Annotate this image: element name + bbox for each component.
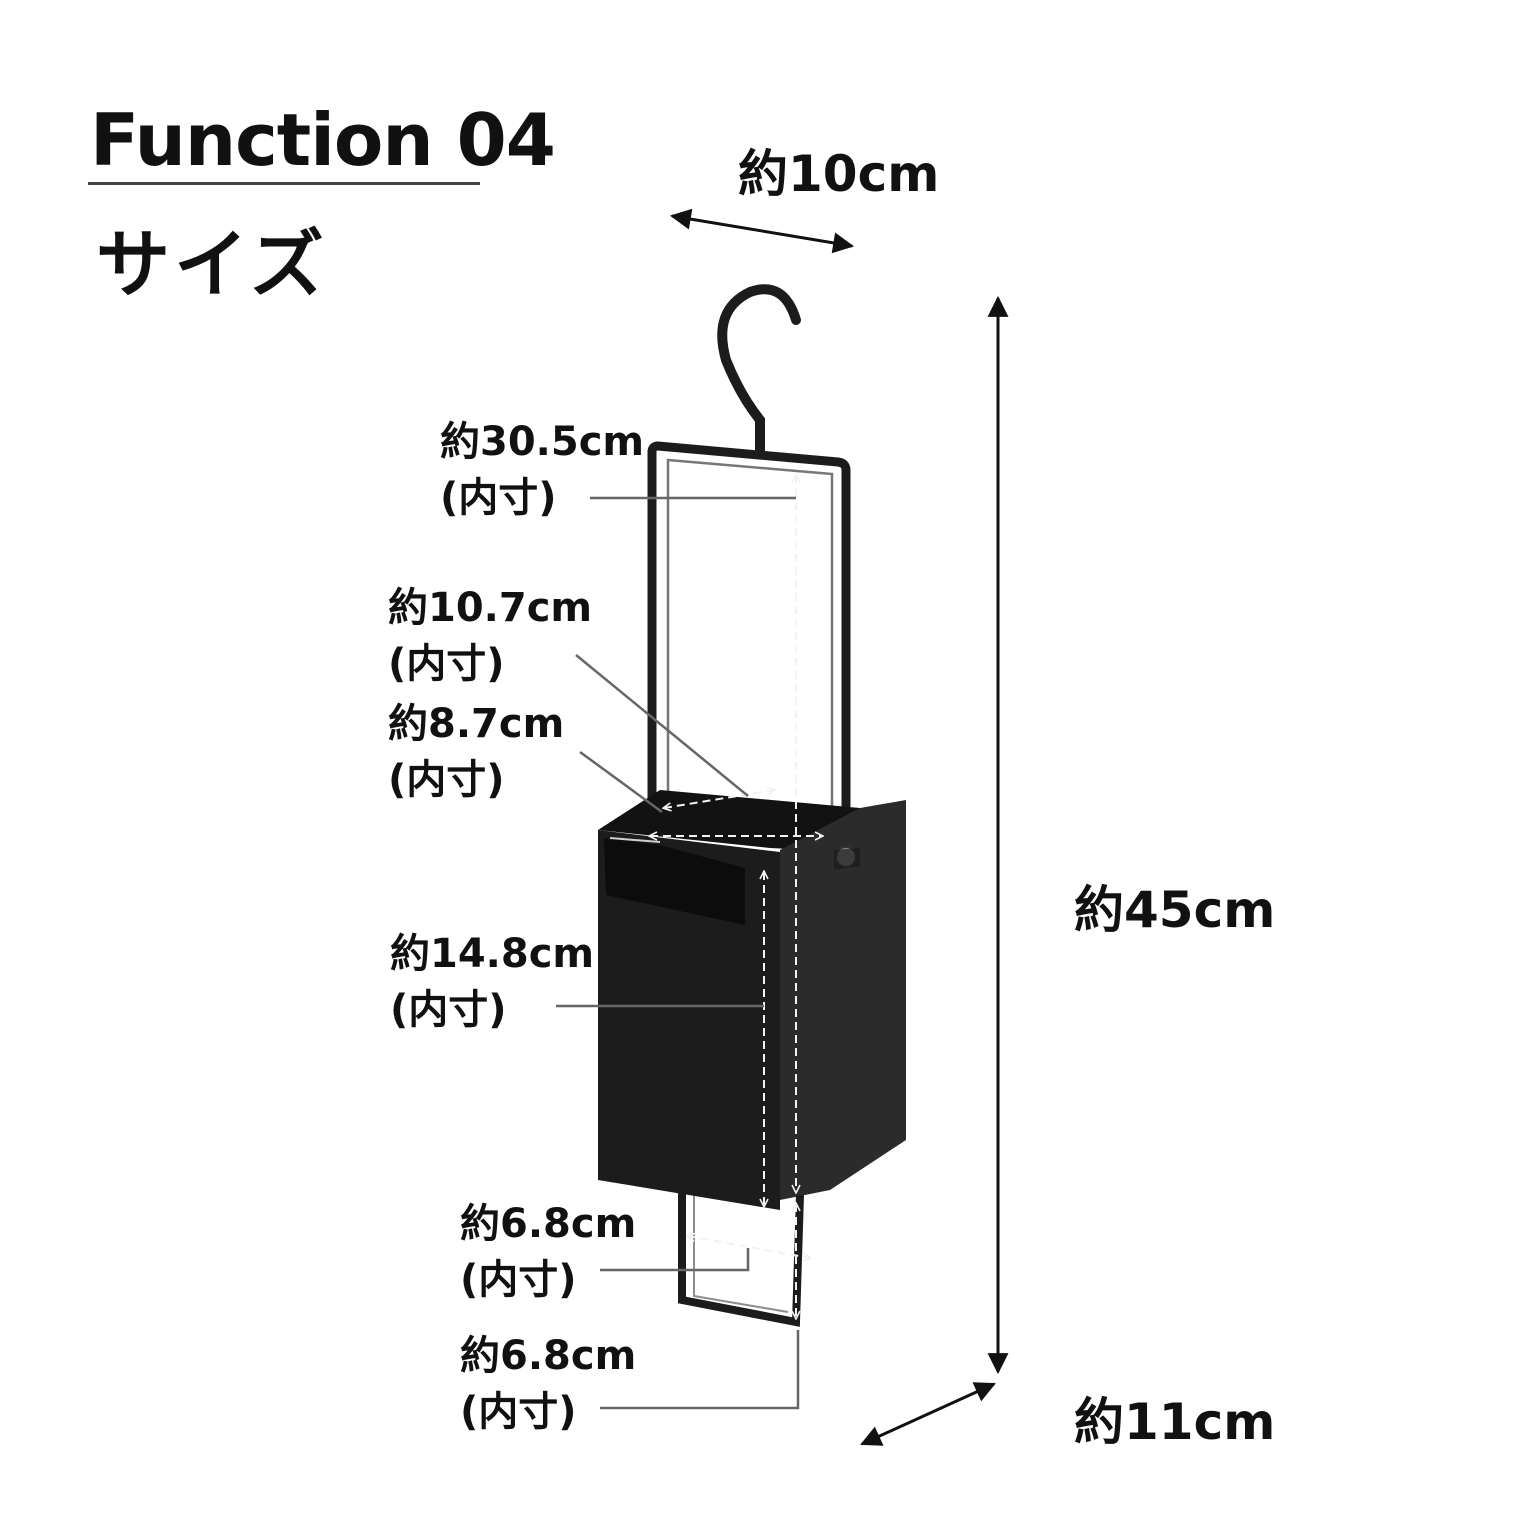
inner-dimension-lines xyxy=(650,476,822,1318)
box-height-note: (内寸) xyxy=(390,987,507,1033)
box-depth-note: (内寸) xyxy=(388,641,505,687)
box-height-value: 約14.8cm xyxy=(390,931,595,977)
box-width-note: (内寸) xyxy=(388,757,505,803)
bottom-frame-height-label: 約6.8cm (内寸) xyxy=(460,1328,636,1440)
hook-icon xyxy=(717,284,801,457)
title-underline xyxy=(88,182,480,185)
frame-height-note: (内寸) xyxy=(440,475,557,521)
width-label: 約10cm xyxy=(738,145,940,203)
frame-height-value: 約30.5cm xyxy=(440,419,645,465)
bottom-frame-width-value: 約6.8cm xyxy=(460,1201,637,1247)
box-width-label: 約8.7cm (内寸) xyxy=(388,696,564,808)
box-width-value: 約8.7cm xyxy=(388,701,565,747)
bottom-frame-width-note: (内寸) xyxy=(460,1257,577,1303)
frame-height-label: 約30.5cm (内寸) xyxy=(440,414,644,526)
box-notch xyxy=(604,838,745,925)
height-label: 約45cm xyxy=(1074,881,1276,939)
container-box-side xyxy=(780,800,906,1200)
bottom-frame-height-value: 約6.8cm xyxy=(460,1333,637,1379)
depth-label: 約11cm xyxy=(1074,1393,1276,1451)
hanging-frame xyxy=(647,441,851,860)
bottom-frame-height-note: (内寸) xyxy=(460,1389,577,1435)
box-depth-label: 約10.7cm (内寸) xyxy=(388,580,592,692)
container-box-front xyxy=(598,830,780,1210)
depth-arrow xyxy=(860,1382,996,1446)
bottom-frame-width-label: 約6.8cm (内寸) xyxy=(460,1196,636,1308)
leader-lines xyxy=(556,496,800,1410)
section-title: Function 04 xyxy=(90,98,556,182)
section-subtitle: サイズ xyxy=(96,222,328,308)
outer-dimension-arrows xyxy=(669,208,1009,1446)
box-depth-value: 約10.7cm xyxy=(388,585,593,631)
bottom-frame xyxy=(678,1190,804,1327)
box-height-label: 約14.8cm (内寸) xyxy=(390,926,594,1038)
width-arrow xyxy=(669,208,855,254)
